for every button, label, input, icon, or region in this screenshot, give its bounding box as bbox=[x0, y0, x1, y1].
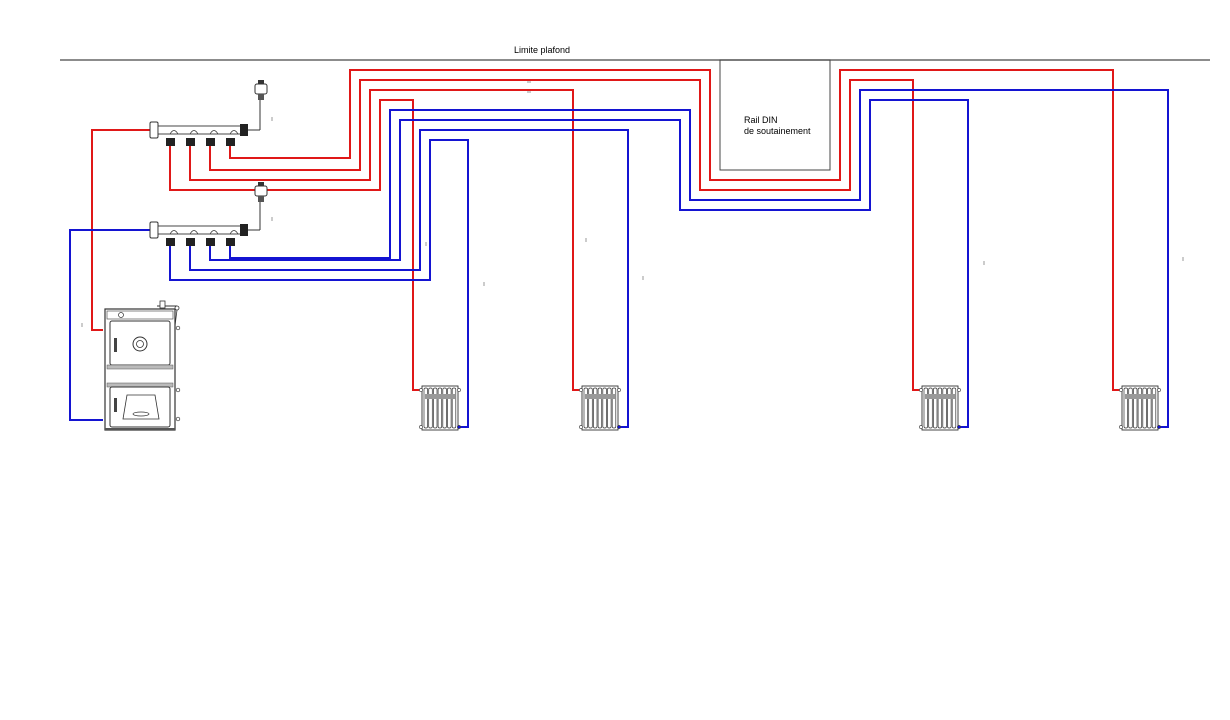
din-rail-label-line1: Rail DIN bbox=[744, 115, 778, 125]
din-rail-box bbox=[719, 59, 831, 171]
return-pipes bbox=[69, 89, 1169, 428]
return-pipe-radiator-1 bbox=[169, 139, 469, 428]
return-manifold-icon bbox=[149, 202, 261, 246]
supply-manifold-icon bbox=[149, 94, 261, 146]
air-vent-icon bbox=[254, 80, 268, 100]
radiator-icon bbox=[1119, 385, 1161, 431]
boiler-icon bbox=[104, 300, 181, 431]
ceiling-limit-label: Limite plafond bbox=[514, 45, 570, 55]
radiators bbox=[419, 385, 1161, 431]
air-vent-icon bbox=[254, 182, 268, 202]
supply-pipe-radiator-1 bbox=[169, 99, 422, 391]
radiator-icon bbox=[579, 385, 621, 431]
supply-pipes bbox=[91, 69, 1122, 391]
din-rail-label-line2: de soutainement bbox=[744, 126, 811, 136]
radiator-icon bbox=[919, 385, 961, 431]
radiator-icon bbox=[419, 385, 461, 431]
return-pipe-radiator-4 bbox=[229, 89, 1169, 428]
supply-pipe-radiator-4 bbox=[229, 69, 1122, 391]
supply-pipe-radiator-2 bbox=[189, 89, 582, 391]
supply-pipe-radiator-3 bbox=[209, 79, 922, 391]
return-pipe-boiler bbox=[69, 229, 152, 421]
return-pipe-radiator-2 bbox=[189, 129, 629, 428]
return-pipe-radiator-3 bbox=[209, 99, 969, 428]
